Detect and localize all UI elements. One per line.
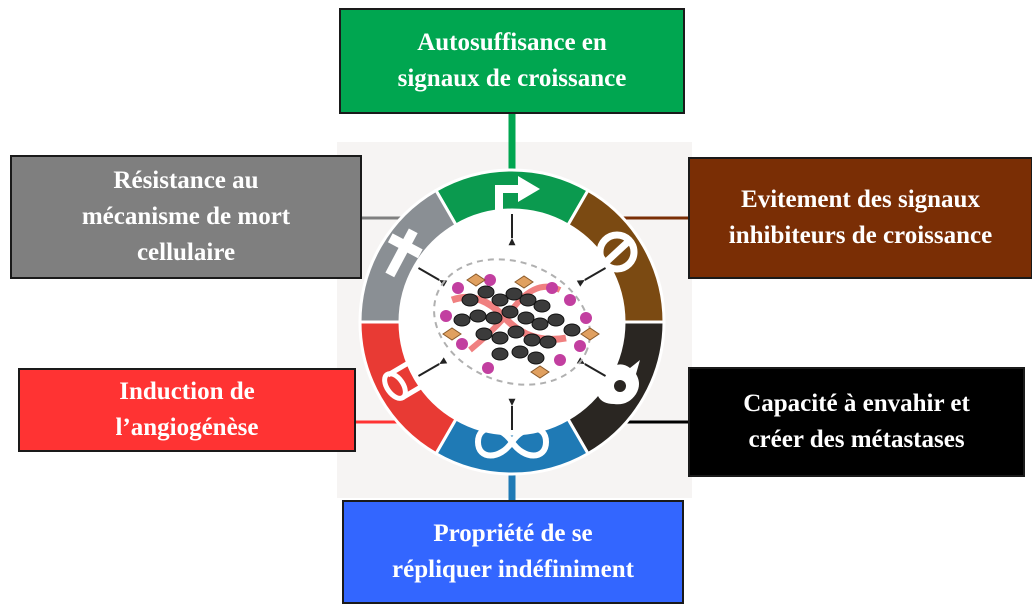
box-line: Evitement des signaux (741, 186, 980, 213)
immune-cell (564, 294, 576, 306)
immune-cell (574, 340, 586, 352)
tumor-cell (531, 317, 549, 331)
immune-cell (440, 310, 452, 322)
tumor-cell (523, 333, 541, 347)
infinity-icon (474, 425, 550, 459)
immune-cell (554, 354, 566, 366)
tumor-cell (485, 311, 503, 325)
box-resisting-cell-death: Résistance au mécanisme de mort cellulai… (10, 155, 362, 279)
inward-arrow-shaft (584, 267, 607, 281)
tumor-cell (527, 351, 545, 365)
tumor-cell (517, 311, 535, 325)
fibroblast (514, 275, 534, 289)
tumor-cell (519, 293, 537, 307)
tumor-cell (563, 323, 581, 337)
inward-arrows (417, 214, 607, 430)
tumor-cell (507, 325, 525, 339)
fibroblast (530, 365, 550, 379)
immune-cell (482, 362, 494, 374)
box-line: l’angiogénèse (115, 414, 259, 441)
tumor-cell (511, 345, 529, 359)
sector-gray (358, 188, 459, 324)
box-line: créer des métastases (748, 426, 965, 453)
box-line: inhibiteurs de croissance (728, 222, 993, 249)
tumor-cell (453, 313, 471, 327)
immune-cell (484, 274, 496, 286)
box-evading-growth-suppressors: Evitement des signaux inhibiteurs de cro… (688, 157, 1032, 279)
inward-arrow-shaft (417, 267, 440, 281)
tumor-cell (539, 335, 557, 349)
box-line: Capacité à envahir et (743, 390, 970, 417)
turn-right-arrow-icon (495, 176, 540, 223)
box-replicative-immortality: Propriété de se répliquer indéfiniment (342, 500, 684, 604)
box-inducing-angiogenesis: Induction de l’angiogénèse (18, 368, 356, 452)
tumor-cell (505, 287, 523, 301)
tumor-cell (475, 327, 493, 341)
tumor-cell (469, 309, 487, 323)
connector-lines (356, 114, 688, 500)
tumor-cell (547, 313, 565, 327)
immune-cell (546, 282, 558, 294)
box-line: répliquer indéfiniment (392, 556, 634, 583)
inward-arrow-shaft (584, 363, 607, 377)
tumor-microenvironment (433, 258, 600, 386)
box-line: mécanisme de mort (81, 203, 291, 230)
fibroblast (466, 273, 486, 287)
tumor-cell (491, 347, 509, 361)
invasive-cell-icon (597, 358, 640, 405)
immune-cell (452, 282, 464, 294)
inward-arrow-head (508, 238, 516, 246)
inward-arrow-head (576, 280, 585, 287)
cross-icon (385, 228, 423, 278)
tumor-cell (533, 299, 551, 313)
box-invasion-metastasis: Capacité à envahir et créer des métastas… (688, 367, 1025, 477)
fibroblast (580, 327, 600, 341)
fibroblast (442, 327, 462, 341)
inward-arrow-head (439, 357, 448, 364)
box-line: signaux de croissance (397, 65, 627, 92)
immune-cell (580, 312, 592, 324)
box-line: Résistance au (113, 167, 259, 194)
immune-cell (456, 338, 468, 350)
blood-vessel-icon (382, 359, 427, 401)
box-self-sufficiency-growth-signals: Autosuffisance en signaux de croissance (339, 8, 685, 114)
box-line: Induction de (119, 378, 255, 405)
tumor-cell (477, 285, 495, 299)
box-line: Propriété de se (433, 520, 593, 547)
box-line: cellulaire (136, 239, 236, 266)
inward-arrow-head (508, 398, 516, 406)
inward-arrow-shaft (417, 363, 440, 377)
tumor-cell (491, 293, 509, 307)
tumor-cell (501, 305, 519, 319)
prohibition-icon (596, 231, 638, 273)
tumor-cell (491, 331, 509, 345)
tumor-cell (461, 293, 479, 307)
box-line: Autosuffisance en (417, 29, 607, 56)
